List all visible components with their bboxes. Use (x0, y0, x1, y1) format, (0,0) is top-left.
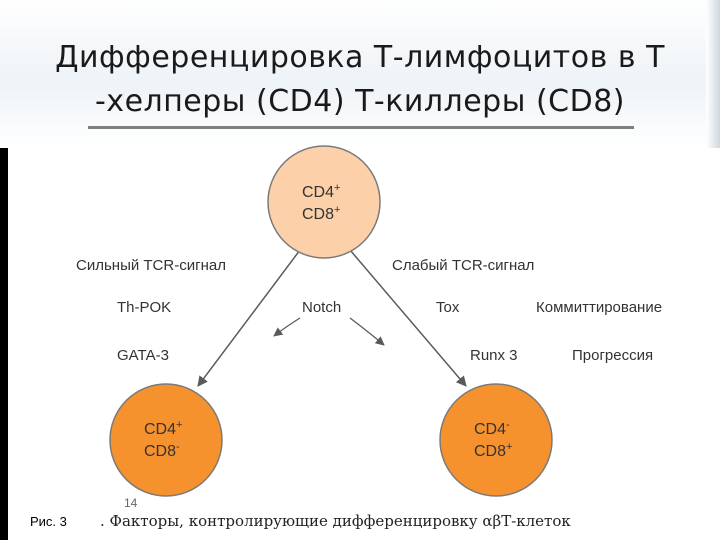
label-gata3: GATA-3 (117, 347, 169, 364)
double-positive-cell-cd4: CD4+ (302, 182, 340, 201)
cd8-killer-cell-circle (439, 383, 553, 497)
label-weak-tcr-signal: Слабый TCR-сигнал (392, 257, 534, 274)
label-strong-tcr-signal: Сильный TCR-сигнал (76, 257, 226, 274)
arrow-to-cd4-cell (197, 249, 301, 387)
label-notch: Notch (302, 299, 341, 316)
title-underline (88, 126, 634, 129)
slide-left-border (0, 148, 8, 540)
cd8-killer-cell-cd8: CD8+ (474, 441, 512, 460)
label-th-pok: Th-POK (117, 299, 171, 316)
notch-arrow-left (273, 317, 301, 337)
figure-label: Рис. 3 (30, 514, 67, 529)
cd8-killer-cell: CD4- CD8+ (439, 383, 553, 497)
double-positive-cell-cd8: CD8+ (302, 204, 340, 223)
cd8-killer-cell-cd4: CD4- (474, 419, 510, 438)
cd4-helper-cell-circle (109, 383, 223, 497)
cd4-helper-cell-cd8: CD8- (144, 441, 180, 460)
label-progression: Прогрессия (572, 347, 653, 364)
slide-edge-decoration (706, 0, 720, 148)
arrow-to-cd8-cell (349, 249, 467, 387)
label-commitment: Коммиттирование (536, 299, 662, 316)
slide-title-line-1: Дифференцировка Т-лимфоцитов в Т (55, 40, 665, 75)
page-number: 14 (124, 496, 138, 510)
label-runx3: Runx 3 (470, 347, 518, 364)
slide-title: Дифференцировка Т-лимфоцитов в Т -хелпер… (0, 36, 720, 124)
notch-arrow-right (349, 317, 385, 346)
double-positive-cell: CD4+ CD8+ (267, 145, 381, 259)
cd4-helper-cell: CD4+ CD8- (109, 383, 223, 497)
cd4-helper-cell-cd4: CD4+ (144, 419, 182, 438)
figure-caption: . Факторы, контролирующие дифференцировк… (100, 512, 571, 530)
label-tox: Tox (436, 299, 460, 316)
slide-header-background (0, 0, 720, 148)
slide-title-line-2: -хелперы (CD4) Т-киллеры (CD8) (94, 84, 625, 119)
double-positive-cell-circle (267, 145, 381, 259)
